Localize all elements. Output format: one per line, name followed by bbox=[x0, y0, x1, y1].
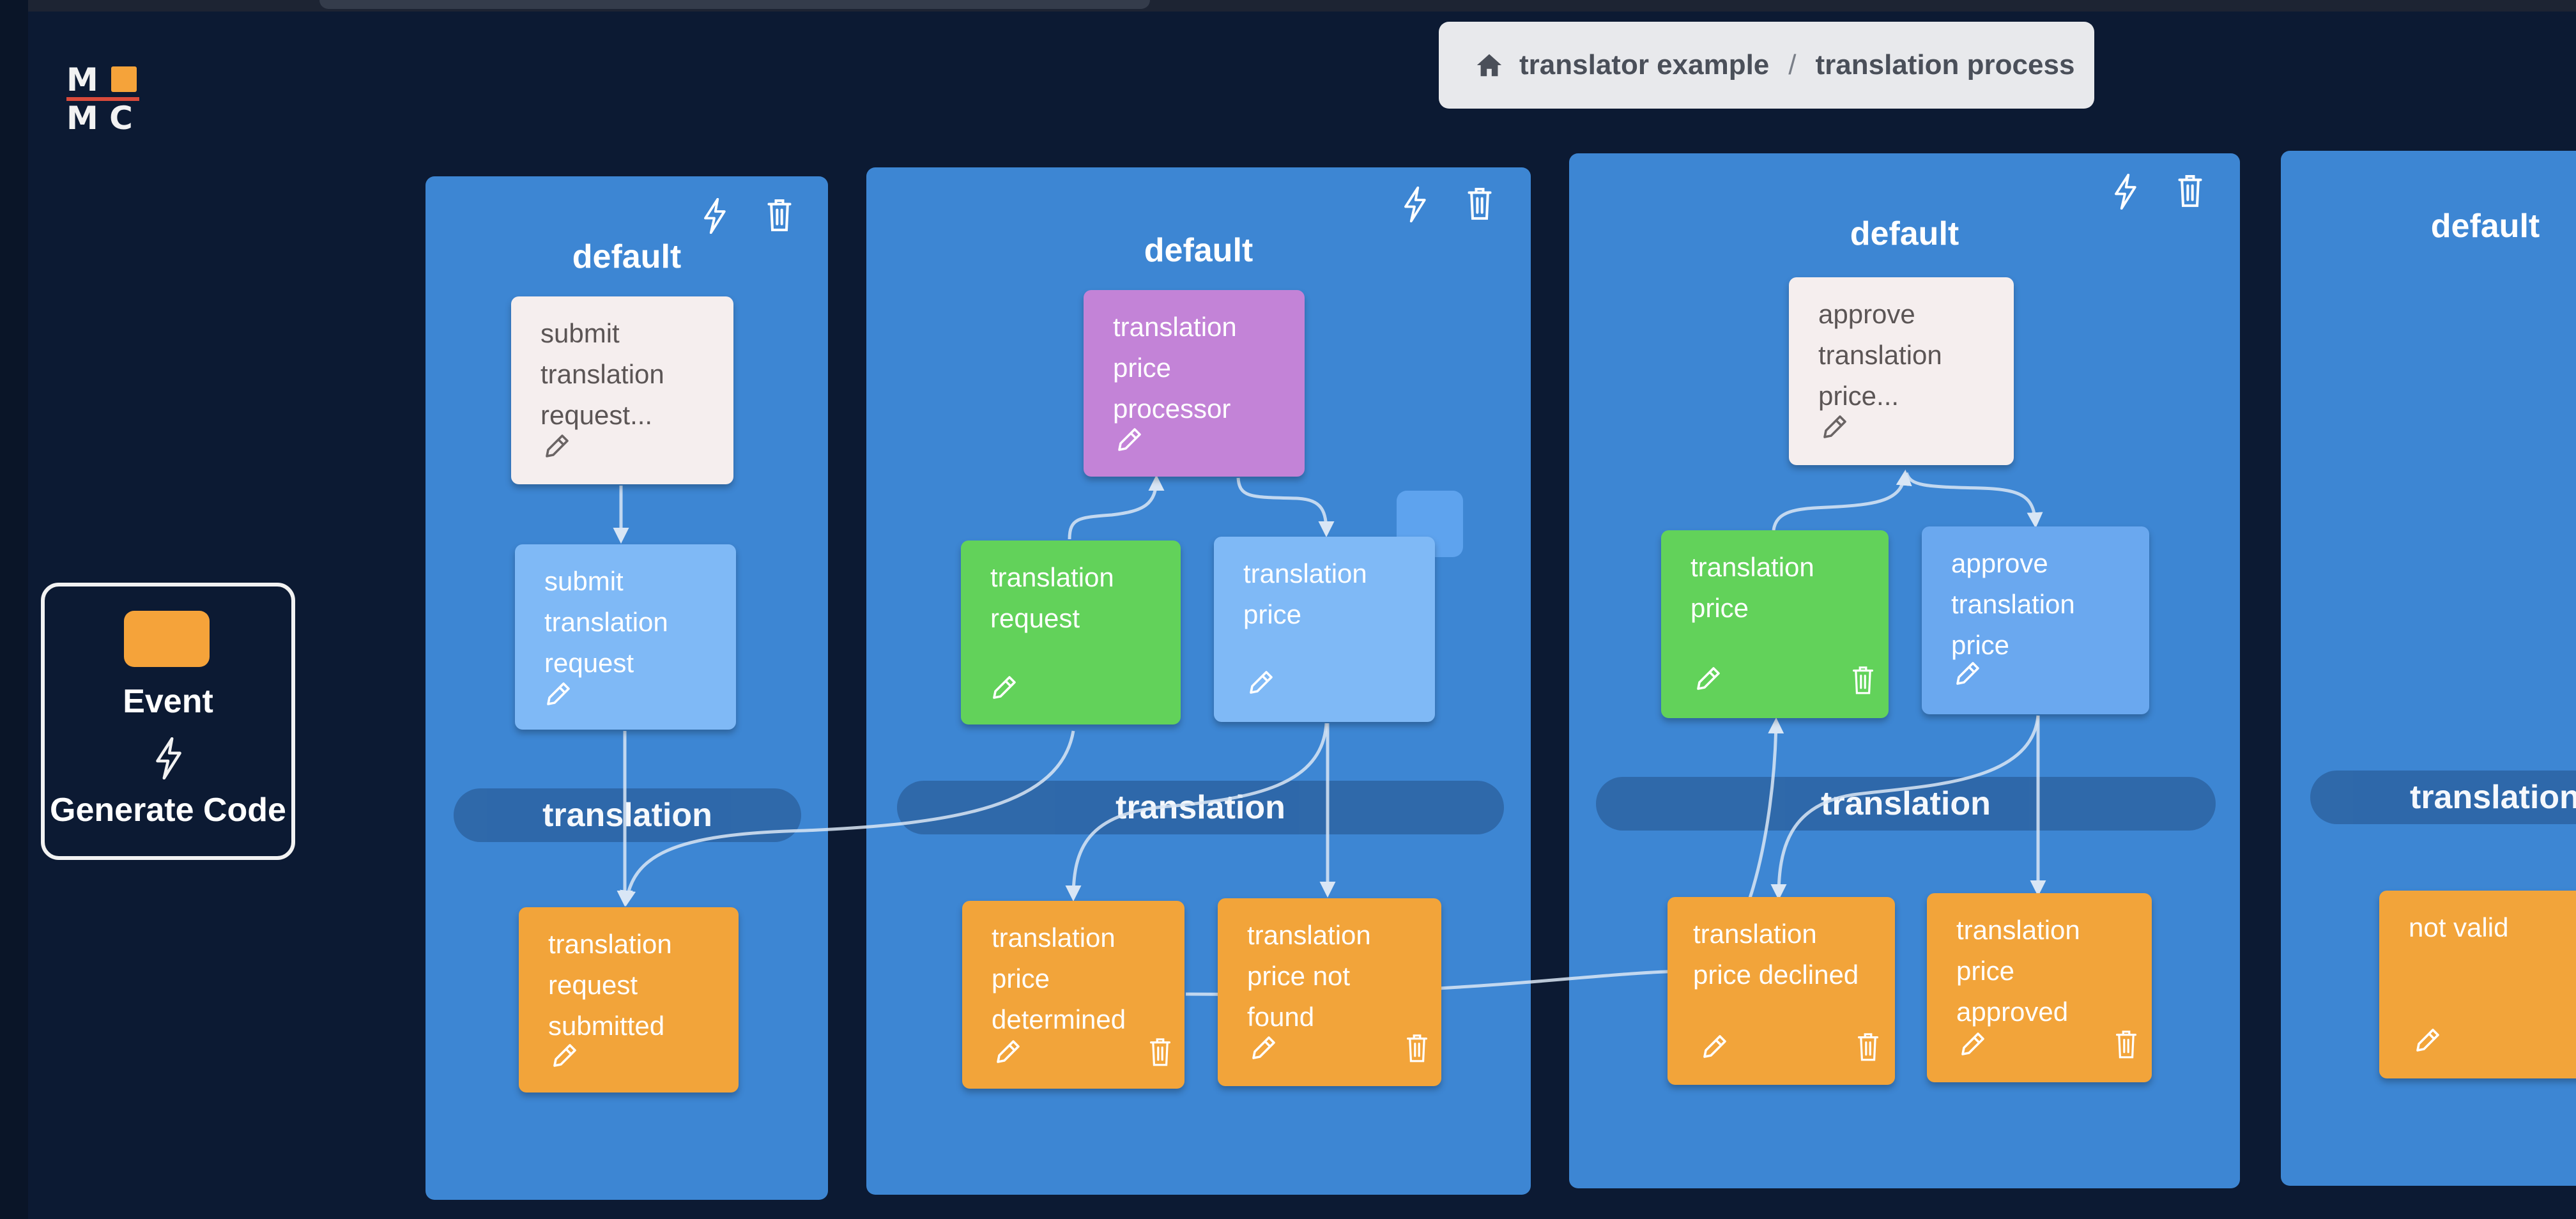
trash-icon[interactable] bbox=[1850, 664, 1876, 695]
logo-letter-m: M bbox=[66, 61, 98, 98]
event-label: Event bbox=[123, 683, 213, 720]
command-sticky[interactable]: translation price bbox=[1214, 537, 1435, 722]
app-logo[interactable]: M M C bbox=[66, 64, 150, 134]
command-sticky[interactable]: submit translation request bbox=[515, 544, 736, 730]
event-sticky[interactable]: translation price declined bbox=[1667, 897, 1895, 1085]
column-heading: default bbox=[1850, 215, 1959, 252]
trash-icon[interactable] bbox=[1404, 1032, 1430, 1063]
browser-tab-area bbox=[319, 0, 1150, 9]
swimlane-translation: translation bbox=[897, 781, 1504, 834]
command-sticky[interactable]: approve translation price bbox=[1922, 526, 2149, 714]
processor-sticky[interactable]: translation price processor bbox=[1084, 290, 1305, 477]
generate-code-button[interactable]: Generate Code bbox=[50, 792, 286, 829]
pencil-icon[interactable] bbox=[1958, 1029, 1988, 1059]
event-palette-item[interactable] bbox=[124, 611, 210, 667]
sticky-text: translation price approved bbox=[1956, 915, 2080, 1027]
event-sticky[interactable]: not valid bbox=[2379, 891, 2576, 1078]
sticky-text: submit translation request... bbox=[540, 318, 664, 430]
trash-icon[interactable] bbox=[2113, 1029, 2139, 1059]
pencil-icon[interactable] bbox=[2412, 1025, 2443, 1055]
sticky-text: translation price bbox=[1690, 552, 1814, 623]
screen-left-edge bbox=[0, 0, 28, 1219]
pencil-icon[interactable] bbox=[1246, 667, 1276, 698]
pencil-icon[interactable] bbox=[1114, 424, 1145, 455]
bolt-icon[interactable] bbox=[1400, 187, 1429, 222]
sticky-text: submit translation request bbox=[544, 566, 668, 678]
sticky-text: approve translation price... bbox=[1818, 299, 1942, 411]
event-sticky[interactable]: translation request submitted bbox=[519, 907, 739, 1092]
breadcrumb-project[interactable]: translator example bbox=[1519, 49, 1770, 80]
command-sticky-draft[interactable]: approve translation price... bbox=[1789, 277, 2014, 465]
swimlane-translation: translation bbox=[1596, 777, 2216, 831]
trash-icon[interactable] bbox=[1466, 185, 1494, 221]
home-icon[interactable] bbox=[1475, 50, 1504, 80]
sticky-text: translation price not found bbox=[1247, 920, 1371, 1032]
sticky-text: translation request submitted bbox=[548, 929, 672, 1041]
sticky-text: translation price determined bbox=[992, 923, 1126, 1034]
bolt-icon[interactable] bbox=[152, 737, 184, 779]
bolt-icon[interactable] bbox=[700, 198, 728, 234]
breadcrumb: translator example / translation process bbox=[1439, 22, 2094, 109]
sticky-text: approve translation price bbox=[1951, 548, 2075, 660]
pencil-icon[interactable] bbox=[1699, 1031, 1730, 1062]
pencil-icon[interactable] bbox=[1820, 411, 1850, 442]
pencil-icon[interactable] bbox=[1693, 663, 1724, 694]
logo-orange-square bbox=[111, 66, 137, 92]
logo-red-bar bbox=[66, 97, 139, 101]
pencil-icon[interactable] bbox=[993, 1036, 1023, 1067]
event-sticky[interactable]: translation price approved bbox=[1927, 893, 2152, 1082]
column-heading: default bbox=[1144, 232, 1254, 269]
browser-top-strip bbox=[0, 0, 2576, 12]
pencil-icon[interactable] bbox=[989, 672, 1020, 703]
readmodel-sticky[interactable]: translation request bbox=[961, 540, 1181, 724]
element-palette: Event Generate Code bbox=[41, 583, 295, 860]
logo-letters-mc: M C bbox=[66, 100, 133, 137]
command-sticky-draft[interactable]: submit translation request... bbox=[511, 296, 733, 484]
sticky-text: translation price bbox=[1243, 558, 1367, 629]
trash-icon[interactable] bbox=[2176, 172, 2204, 208]
pencil-icon[interactable] bbox=[1248, 1032, 1279, 1063]
trash-icon[interactable] bbox=[765, 197, 793, 233]
pencil-icon[interactable] bbox=[542, 431, 572, 461]
pencil-icon[interactable] bbox=[543, 678, 574, 709]
column-heading: default bbox=[572, 238, 682, 275]
sticky-text: translation price processor bbox=[1113, 312, 1237, 424]
pencil-icon[interactable] bbox=[549, 1040, 580, 1071]
readmodel-sticky[interactable]: translation price bbox=[1661, 530, 1889, 718]
bolt-icon[interactable] bbox=[2111, 174, 2139, 210]
pencil-icon[interactable] bbox=[1952, 658, 1983, 689]
event-sticky[interactable]: translation price not found bbox=[1218, 898, 1441, 1086]
sticky-text: translation price declined bbox=[1693, 919, 1859, 990]
column-heading: default bbox=[2430, 208, 2540, 245]
sticky-text: translation request bbox=[990, 562, 1114, 633]
swimlane-translation: translation bbox=[2310, 770, 2576, 824]
breadcrumb-process[interactable]: translation process bbox=[1815, 49, 2075, 80]
sticky-text: not valid bbox=[2409, 912, 2509, 942]
trash-icon[interactable] bbox=[1147, 1036, 1173, 1067]
breadcrumb-separator: / bbox=[1788, 49, 1797, 80]
event-sticky[interactable]: translation price determined bbox=[962, 901, 1184, 1089]
trash-icon[interactable] bbox=[1855, 1031, 1881, 1062]
swimlane-translation: translation bbox=[454, 788, 801, 842]
